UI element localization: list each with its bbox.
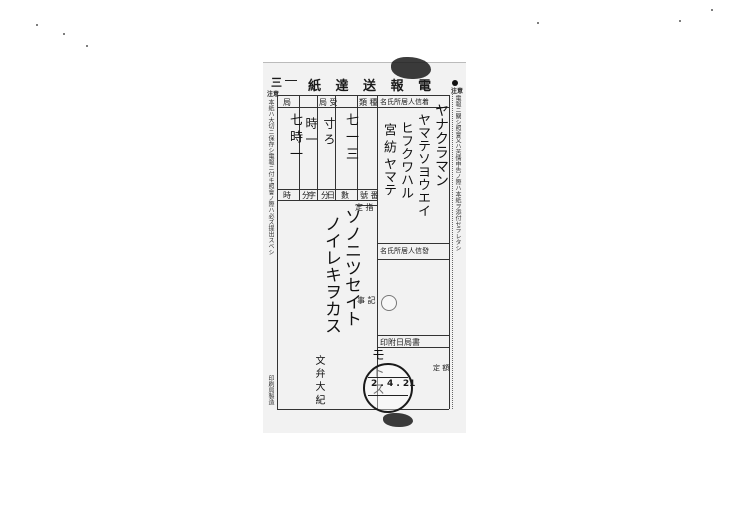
header-office: 局 xyxy=(283,98,291,107)
hand-message-2: ノイレキヲカス xyxy=(321,215,341,334)
torn-edge xyxy=(383,413,413,427)
rule xyxy=(277,95,278,409)
hand-time-1: 七 時 一 xyxy=(287,113,302,161)
rule xyxy=(277,189,377,190)
label-remarks: 事 記 xyxy=(357,296,376,305)
speck xyxy=(679,20,681,22)
rule xyxy=(377,259,449,260)
rule xyxy=(277,409,449,410)
time-label: 分 xyxy=(321,191,329,200)
rule xyxy=(277,107,449,108)
time-label: 時 xyxy=(283,191,291,200)
row-label: 字 xyxy=(308,191,316,200)
hand-sign-2: 文 弁 大 紀 xyxy=(313,355,324,405)
hand-recipient-2: ヤマテソヨウエイ xyxy=(415,113,430,217)
speck xyxy=(537,22,539,24)
rule xyxy=(277,95,449,96)
row-label: 日 xyxy=(327,191,335,200)
rule xyxy=(377,347,449,348)
stamp-date: 2 . 4 . 21 xyxy=(371,379,416,389)
row-label: 數 xyxy=(341,191,349,200)
rule xyxy=(377,243,449,244)
label-seal: 印附日局書 xyxy=(380,338,420,347)
printed-footer: 定 額 xyxy=(433,364,450,372)
stamp-bar xyxy=(368,377,408,378)
rule xyxy=(299,95,300,200)
rule xyxy=(357,205,377,206)
hand-recipient-3: ヒフクワハル xyxy=(398,121,413,199)
header-name-address: 名氏所居人信着 xyxy=(380,98,429,106)
label-sender: 名氏所居人信發 xyxy=(380,247,429,255)
time-label: 分 xyxy=(302,191,310,200)
rule xyxy=(377,95,378,409)
hand-message-1: ソノニツセイト xyxy=(341,208,361,327)
header-number: 號 番 xyxy=(360,191,379,200)
faint-stamp xyxy=(381,295,397,311)
hand-recipient-4: 宮 紡 ヤマテ xyxy=(381,123,396,197)
rule xyxy=(449,95,450,409)
label-fixed: 定 指 xyxy=(355,203,374,212)
edge-dot xyxy=(452,80,458,86)
postmark-stamp: 2 . 4 . 21 xyxy=(363,363,416,413)
rule xyxy=(335,95,336,200)
rule xyxy=(377,335,449,336)
form-title: 紙 達 送 報 電 xyxy=(308,79,437,94)
speck xyxy=(86,45,88,47)
print-mark: 印刷局製造 xyxy=(267,375,274,405)
speck xyxy=(63,33,65,35)
right-notes-column xyxy=(452,89,465,409)
stamp-bar xyxy=(368,395,408,396)
hand-time-3: 寸 ろ xyxy=(322,117,336,145)
torn-corner xyxy=(391,57,431,79)
hand-time-2: 時 一 xyxy=(304,117,318,145)
header-receiving: 局 受 xyxy=(319,98,338,107)
right-notes: 電報ニ關シ照會又ハ苦情申告ノ際ハ本紙ヲ添付セラレタシ xyxy=(454,95,461,251)
speck xyxy=(36,24,38,26)
rule xyxy=(357,95,358,200)
hand-office-nums: 七 一 三 xyxy=(343,113,358,161)
rule xyxy=(317,95,318,200)
side-heading: 注意 xyxy=(451,88,464,95)
form-number: 三 xyxy=(271,76,297,89)
left-notes: 本紙ハ大切ニ保存シ電報ニ付キ照會ノ際ハ必ズ提出スベシ xyxy=(267,99,274,255)
hand-recipient-1: ヤナクラマン xyxy=(433,103,449,187)
rule xyxy=(277,200,377,201)
speck xyxy=(711,9,713,11)
header-type: 類 種 xyxy=(359,98,378,107)
telegram-form: 三 紙 達 送 報 電 注意 注意 本紙ハ大切ニ保存シ電報ニ付キ照會ノ際ハ必ズ提… xyxy=(263,57,466,433)
notes-heading: 注意 xyxy=(267,91,280,98)
